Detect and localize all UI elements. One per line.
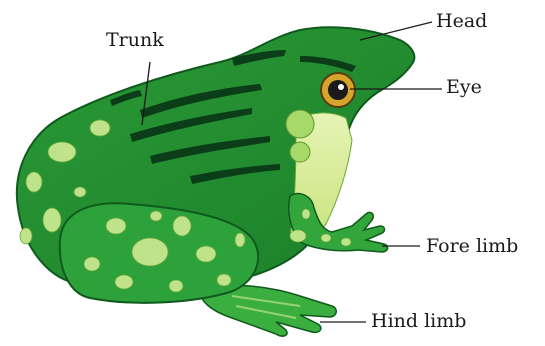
label-head: Head: [436, 12, 487, 31]
eye-icon: [321, 73, 355, 107]
fore-limb: [289, 194, 388, 252]
tympanum: [286, 110, 314, 138]
label-eye: Eye: [446, 78, 482, 97]
label-trunk: Trunk: [106, 31, 164, 50]
label-fore-limb: Fore limb: [426, 237, 518, 256]
label-hind-limb: Hind limb: [371, 312, 466, 331]
